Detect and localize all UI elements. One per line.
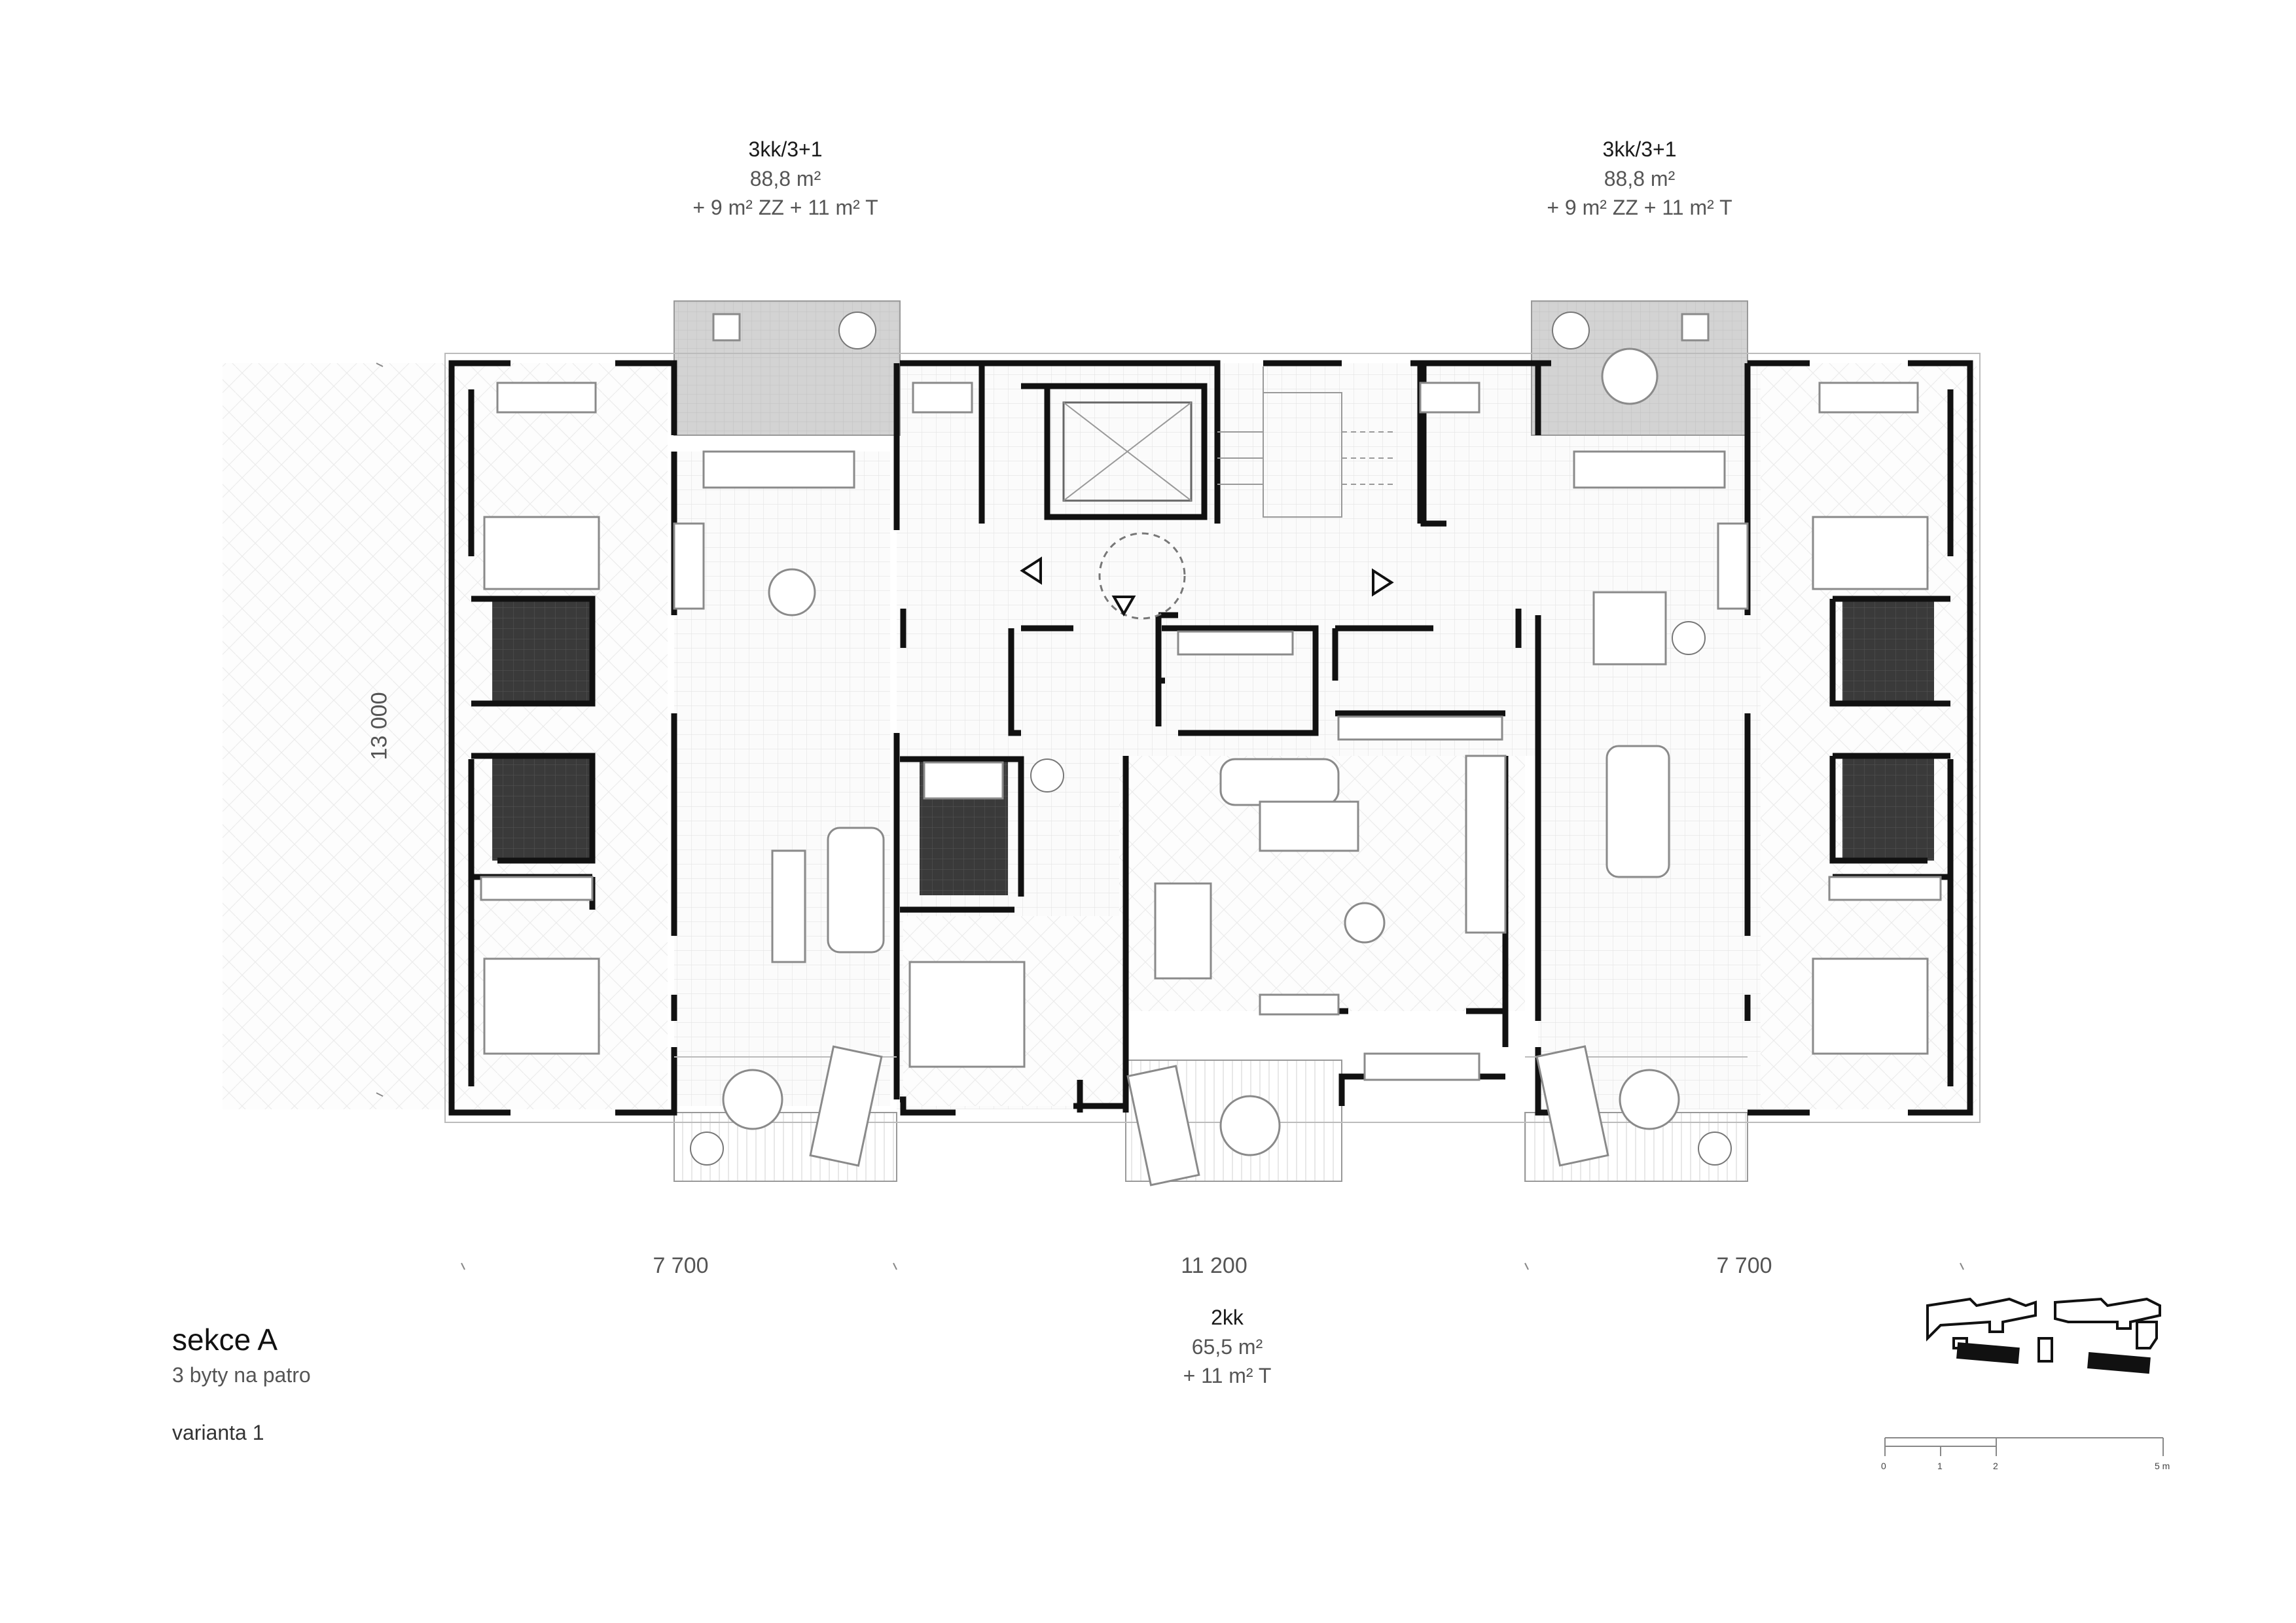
section-subtitle: 3 byty na patro [172,1363,311,1387]
washing-machine-icon [1419,382,1480,414]
storage-shelf-icon [1337,715,1503,741]
desk-icon [1259,993,1340,1016]
tv-stand-icon [1259,800,1359,852]
dimension-left-width: 7 700 [653,1253,709,1278]
unit-extra-area: + 11 m² T [1183,1364,1272,1387]
terrace-table-icon [1219,1095,1281,1156]
terrace-table-icon [1619,1069,1680,1130]
furniture [480,313,1942,1186]
arrow-left-icon [1020,556,1042,585]
wardrobe-icon [1828,876,1942,901]
sofa-icon [827,827,885,954]
sofa-icon [1219,758,1340,806]
bathtub-icon [923,761,1004,800]
turning-circle [1098,532,1186,620]
scale-bar [1884,1437,2164,1456]
unit-type: 3kk/3+1 [748,137,823,161]
section-a-block [1956,1342,2020,1364]
lounger-icon [809,1045,883,1167]
section-title: sekce A [172,1323,278,1357]
scale-label-2: 2 [1993,1461,1998,1471]
plant-icon [1698,1132,1732,1166]
bed-icon [483,516,600,590]
storage-shelf-icon [1177,630,1294,656]
sofa-icon [1605,745,1670,878]
washing-machine-icon [912,382,973,414]
lounger-icon [1126,1065,1200,1186]
chair-icon [1681,313,1710,342]
bathrooms [492,599,1934,895]
arrow-right-icon [1372,568,1394,597]
kitchen-counter-icon [673,522,705,610]
unit-label-right: 3kk/3+1 88,8 m² + 9 m² ZZ + 11 m² T [1509,134,1770,222]
kitchen-counter-icon [1465,755,1507,934]
scale-label-5m: 5 m [2155,1461,2170,1471]
unit-label-left: 3kk/3+1 88,8 m² + 9 m² ZZ + 11 m² T [655,134,916,222]
wardrobe-icon [480,876,594,901]
unit-type: 3kk/3+1 [1602,137,1677,161]
dimension-depth: 13 000 [367,692,392,760]
kitchen-counter-icon [1573,450,1726,489]
plant-icon [1672,621,1706,655]
unit-area: 65,5 m² [1191,1335,1263,1359]
dimension-center-width: 11 200 [1181,1253,1247,1278]
unit-area: 88,8 m² [749,167,821,190]
dining-table-icon [1154,882,1212,980]
dimension-lines [376,363,1964,1270]
chair-icon [712,313,741,342]
site-key-plan [1926,1297,2161,1374]
tv-stand-icon [771,849,806,963]
unit-type: 2kk [1211,1306,1244,1329]
plant-icon [838,312,876,349]
circulation-markers [1020,401,1394,620]
desk-icon [496,382,597,414]
lounger-icon [1535,1045,1609,1167]
lift-shaft [1062,401,1193,502]
plant-icon [1030,758,1064,793]
dimension-right-width: 7 700 [1716,1253,1772,1278]
section-a-block [2087,1351,2151,1374]
section-variant: varianta 1 [172,1421,264,1444]
terrace-table-icon [722,1069,783,1130]
bed-icon [1812,516,1929,590]
desk-icon [1818,382,1919,414]
unit-extra-area: + 9 m² ZZ + 11 m² T [692,196,878,219]
plant-icon [1552,312,1590,349]
scale-label-1: 1 [1937,1461,1943,1471]
bed-icon [1812,957,1929,1055]
unit-area: 88,8 m² [1604,167,1676,190]
kitchen-counter-icon [702,450,855,489]
loggia-table-icon [1601,348,1659,405]
dining-table-icon [768,568,816,616]
scale-label-0: 0 [1881,1461,1886,1471]
loggias [673,300,1748,436]
kitchen-counter-icon [1363,1052,1480,1081]
staircase [1217,366,1394,518]
kitchen-counter-icon [1717,522,1749,610]
bed-icon [483,957,600,1055]
dining-table-icon [1344,902,1386,944]
plant-icon [690,1132,724,1166]
unit-extra-area: + 9 m² ZZ + 11 m² T [1547,196,1732,219]
bed-icon [908,961,1026,1068]
dining-table-icon [1592,591,1667,666]
plants [690,312,1732,1166]
arrow-down-icon [1111,596,1136,617]
unit-label-center: 2kk 65,5 m² + 11 m² T [1096,1302,1358,1390]
